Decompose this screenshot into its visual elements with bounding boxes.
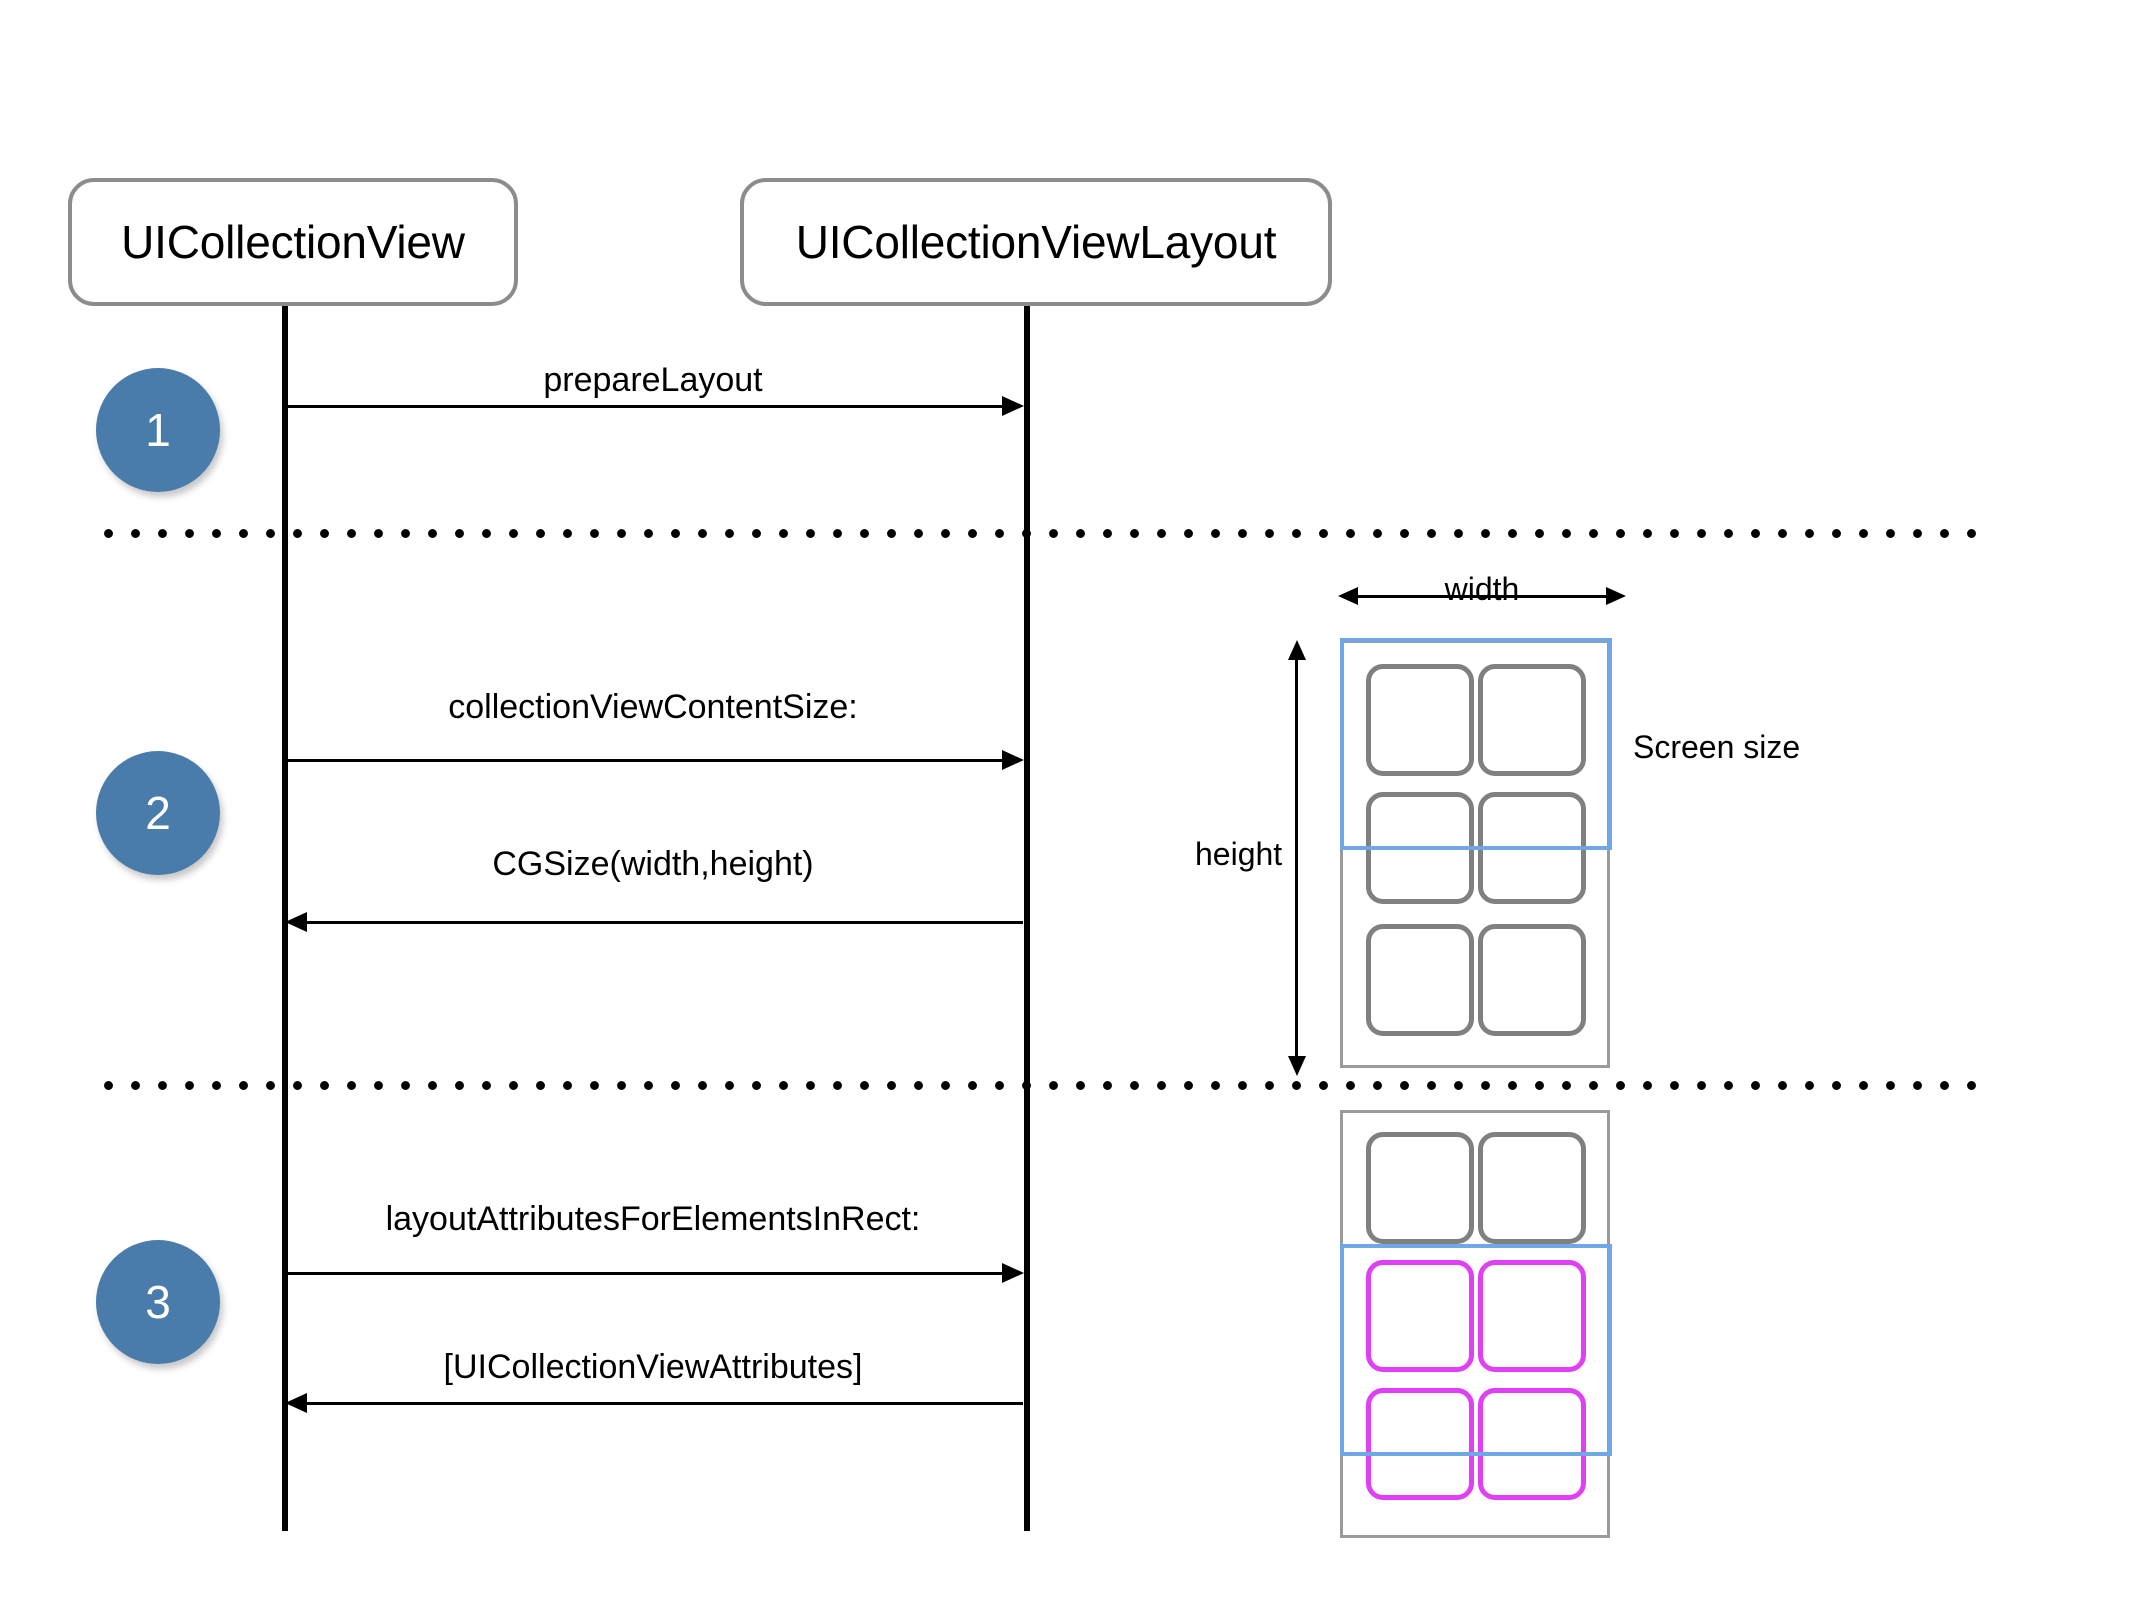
content-cell-r1c1: [1366, 664, 1474, 776]
message-label-content-size: collectionViewContentSize:: [448, 688, 858, 726]
arrow-head-layout-attributes: [1002, 1263, 1024, 1283]
content-cell-r3c2: [1478, 924, 1586, 1036]
step-circle-1[interactable]: 1: [96, 368, 220, 492]
step-circle-3[interactable]: 3: [96, 1240, 220, 1364]
screen-size-annotation: Screen size: [1633, 729, 1801, 765]
rect-cell-r1c1: [1366, 1132, 1474, 1244]
participant-box-collection-view-layout[interactable]: UICollectionViewLayout: [740, 178, 1332, 306]
screen-viewport-rect-step-3: [1340, 1244, 1612, 1456]
rect-cell-r2c2: [1478, 1260, 1586, 1372]
message-label-prepare-layout: prepareLayout: [543, 361, 763, 399]
width-dimension-label: width: [1444, 571, 1520, 607]
width-arrow-left-head: [1338, 587, 1358, 605]
arrow-head-prepare-layout: [1002, 396, 1024, 416]
content-rect-step-2: [1340, 640, 1610, 1068]
message-arrow-line-content-size: [285, 759, 1002, 762]
participant-box-collection-view[interactable]: UICollectionView: [68, 178, 518, 306]
step-circle-2[interactable]: 2: [96, 751, 220, 875]
content-cell-r3c1: [1366, 924, 1474, 1036]
rect-cell-r3c2: [1478, 1388, 1586, 1500]
message-arrow-line-layout-attributes: [285, 1272, 1002, 1275]
message-arrow-line-attributes-array: [307, 1402, 1023, 1405]
message-label-layout-attributes: layoutAttributesForElementsInRect:: [385, 1200, 921, 1238]
step-number-2: 2: [145, 787, 171, 839]
rect-cell-r2c1: [1366, 1260, 1474, 1372]
content-rect-step-3: [1340, 1110, 1610, 1538]
height-dimension-label: height: [1195, 836, 1283, 872]
height-arrow-down-head: [1288, 1056, 1306, 1076]
arrow-head-content-size: [1002, 750, 1024, 770]
message-arrow-line-prepare-layout: [285, 405, 1002, 408]
height-dimension-line: [1295, 658, 1298, 1058]
screen-viewport-rect-step-2: [1340, 638, 1612, 850]
participant-label-collection-view: UICollectionView: [121, 216, 465, 268]
rect-cell-r3c1: [1366, 1388, 1474, 1500]
arrow-head-attributes-array: [285, 1393, 307, 1413]
message-label-attributes-array: [UICollectionViewAttributes]: [443, 1348, 863, 1386]
height-arrow-up-head: [1288, 640, 1306, 660]
participant-label-collection-view-layout: UICollectionViewLayout: [795, 216, 1277, 268]
arrow-head-cgsize: [285, 912, 307, 932]
step-number-3: 3: [145, 1276, 171, 1328]
message-label-cgsize: CGSize(width,height): [492, 845, 814, 883]
step-number-1: 1: [145, 404, 171, 456]
rect-cell-r1c2: [1478, 1132, 1586, 1244]
message-arrow-line-cgsize: [307, 921, 1023, 924]
content-cell-r1c2: [1478, 664, 1586, 776]
lifeline-collection-view-layout: [1024, 306, 1030, 1531]
section-separator-1: [104, 529, 1990, 538]
width-dimension-line: [1356, 595, 1606, 598]
width-arrow-right-head: [1606, 587, 1626, 605]
section-separator-2: [104, 1081, 1990, 1090]
